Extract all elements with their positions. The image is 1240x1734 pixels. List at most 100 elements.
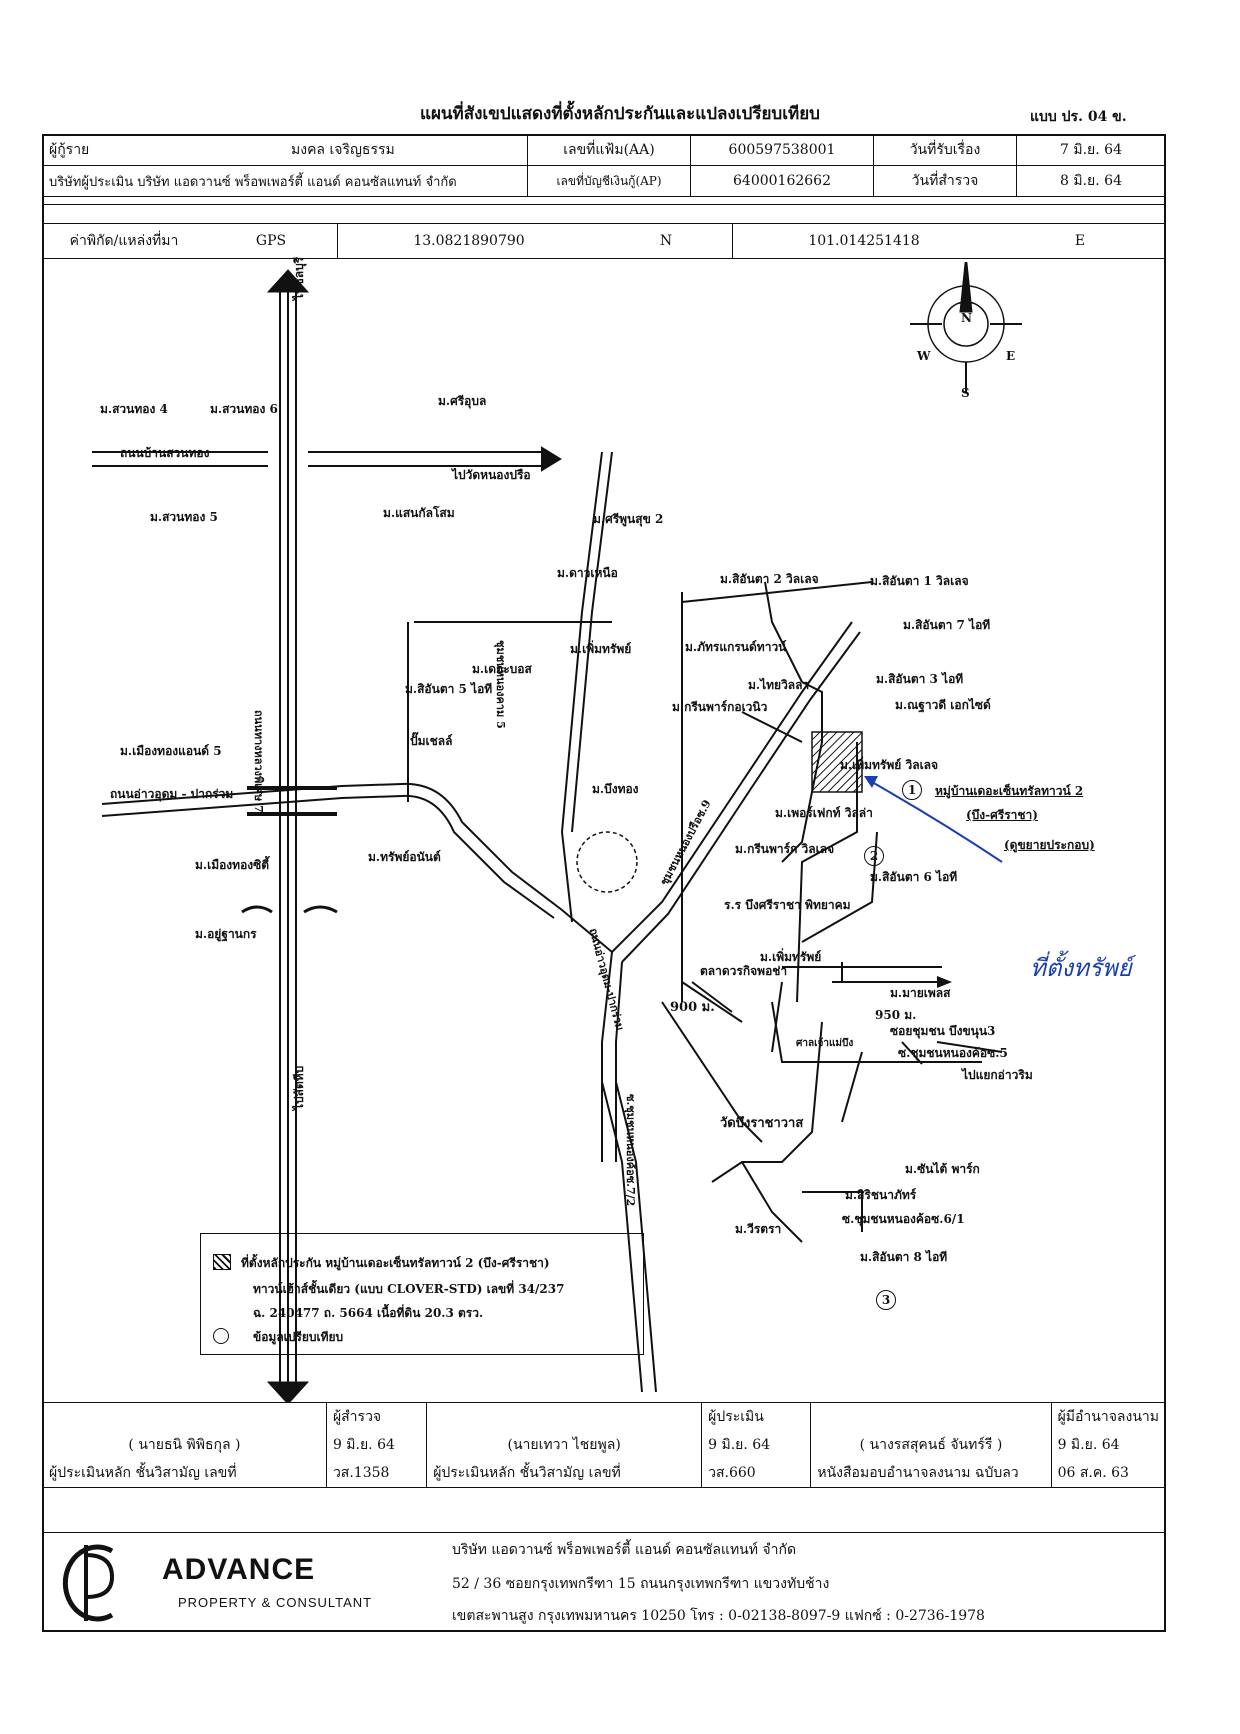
- longitude: 101.014251418: [732, 223, 995, 259]
- coord-row: ค่าพิกัด/แหล่งที่มา GPS 13.0821890790 N …: [42, 223, 1166, 259]
- marker-2: 2: [864, 846, 884, 866]
- village-label: ม.อยู่ฐานกร: [195, 927, 257, 941]
- village-label: ม.เมืองทองแอนด์ 5: [120, 744, 222, 758]
- appraiser-role: ผู้ประเมิน: [701, 1402, 812, 1431]
- handwritten-note: ที่ตั้งทรัพย์: [1030, 954, 1132, 982]
- account-no: 64000162662: [690, 165, 874, 197]
- legend-line4: ข้อมูลเปรียบเทียบ: [253, 1330, 344, 1344]
- borrower-name: มงคล เจริญธรรม: [285, 134, 528, 166]
- brand-name: ADVANCE: [162, 1553, 316, 1586]
- village-label: ม.ซันไต้ พาร์ก: [905, 1162, 980, 1176]
- info-table: ผู้กู้ราย มงคล เจริญธรรม เลขที่แฟ้ม(AA) …: [42, 134, 1166, 205]
- village-label: ม.สวนทอง 6: [210, 402, 278, 416]
- village-label: ม.สวนทอง 5: [150, 510, 218, 524]
- village-label: ม.เพิ่มทรัพย์: [760, 950, 822, 964]
- village-label: ม.ดาวเหนือ: [557, 566, 618, 580]
- sig-row-title: ผู้ประเมินหลัก ชั้นวิสามัญ เลขที่ วส.135…: [42, 1459, 1167, 1488]
- village-label: ม.เมืองทองซิตี้: [195, 858, 270, 872]
- compass-n: N: [961, 311, 972, 325]
- legend-hatch-swatch: [213, 1254, 231, 1270]
- distance-950: 950 ม.: [875, 1008, 917, 1022]
- highway-7: [266, 269, 310, 1402]
- form-number: แบบ ปร. 04 ข.: [1030, 109, 1127, 125]
- authorized-date: 9 มิ.ย. 64: [1050, 1431, 1167, 1459]
- info-spacer: [42, 196, 1166, 205]
- market: ตลาดวรกิจพอช่า: [700, 964, 788, 978]
- legend-circle-swatch: [213, 1328, 229, 1344]
- file-no-label: เลขที่แฟ้ม(AA): [527, 134, 691, 166]
- pointer-arrow: [864, 776, 1003, 863]
- village-label: ม.ภัทรแกรนด์ทาวน์: [685, 640, 787, 654]
- account-label: เลขที่บัญชีเงินกู้(AP): [527, 165, 691, 197]
- local-roads: [407, 451, 1003, 1393]
- authorized-sign: [810, 1402, 1052, 1431]
- label-to-sattahip: ไปสัตหีบ: [292, 1065, 306, 1110]
- village-label: ม.มายเพลส: [890, 986, 951, 1000]
- received-label: วันที่รับเรื่อง: [873, 134, 1017, 166]
- village-label: ม.สิอันตา 8 ไอที: [860, 1250, 948, 1264]
- village-label: ม.สิอันตา 1 วิลเลจ: [870, 574, 969, 588]
- village-label: ม.สิอันตา 2 วิลเลจ: [720, 572, 819, 586]
- footer: ADVANCE PROPERTY & CONSULTANT บริษัท แอด…: [42, 1532, 1166, 1633]
- village-label: ม.กรีนพาร์ก วิลเลจ: [735, 842, 835, 856]
- village-label: ม.เพิ่มทรัพย์: [570, 642, 632, 656]
- authorized-doc-date: 06 ส.ค. 63: [1050, 1459, 1167, 1488]
- authorized-doc: หนังสือมอบอำนาจลงนาม ฉบับลว: [810, 1459, 1052, 1488]
- soi-bueng3: ซอยชุมชน บึงขนุน3: [890, 1024, 996, 1038]
- legend-line3: ฉ. 240477 ถ. 5664 เนื้อที่ดิน 20.3 ตรว.: [253, 1306, 484, 1320]
- company-address-2: เขตสะพานสูง กรุงเทพมหานคร 10250 โทร : 0-…: [452, 1608, 985, 1624]
- legend-line2: ทาวน์เฮ้าส์ชั้นเดียว (แบบ CLOVER-STD) เล…: [253, 1282, 565, 1296]
- authorized-name: ( นางรสสุคนธ์ จันทร์รี ): [810, 1431, 1052, 1459]
- temple: วัดบึงราชาวาส: [720, 1116, 804, 1131]
- sig-row-name: ( นายธนิ พิพิธกุล ) 9 มิ.ย. 64 (นายเทวา …: [42, 1431, 1167, 1459]
- compass-w: W: [917, 349, 931, 363]
- marker-1: 1: [902, 780, 922, 800]
- company-address-1: 52 / 36 ซอยกรุงเทพกรีฑา 15 ถนนกรุงเทพกรี…: [452, 1576, 830, 1592]
- sig-row-role: ผู้สำรวจ ผู้ประเมิน ผู้มีอำนาจลงนาม: [42, 1402, 1167, 1431]
- info-row-borrower: ผู้กู้ราย มงคล เจริญธรรม เลขที่แฟ้ม(AA) …: [42, 134, 1166, 166]
- distance-900: 900 ม.: [670, 1000, 715, 1015]
- legend-box: ที่ตั้งหลักประกัน หมู่บ้านเดอะเซ็นทรัลทา…: [200, 1233, 644, 1355]
- page-title: แผนที่สังเขปแสดงที่ตั้งหลักประกันและแปลง…: [420, 104, 820, 124]
- compass-e: E: [1006, 349, 1016, 363]
- appraiser-title: ผู้ประเมินหลัก ชั้นวิสามัญ เลขที่: [426, 1459, 703, 1488]
- appraiser-license: วส.660: [701, 1459, 812, 1488]
- arrow-to-laem: [832, 976, 952, 988]
- company-logo-icon: [62, 1544, 115, 1622]
- village-label: ม.สิอันตา 5 ไอที: [405, 682, 493, 696]
- compass-s: S: [961, 386, 970, 400]
- label-soi-nongkham5: ชุมชนหนองคาม 5: [494, 640, 507, 729]
- borrower-label: ผู้กู้ราย: [42, 134, 285, 166]
- surveyor-date: 9 มิ.ย. 64: [325, 1431, 428, 1459]
- village-label: ม.กรีนพาร์กอเวนิว: [672, 700, 768, 714]
- label-highway7: ถนนทางหลวงพิเศษ 7: [252, 710, 265, 813]
- compass-rose: [910, 262, 1022, 392]
- road-suanthong: [92, 446, 562, 472]
- received-date: 7 มิ.ย. 64: [1016, 134, 1166, 166]
- coord-source: GPS: [205, 223, 338, 259]
- village-label: ม.สวนทอง 4: [100, 402, 168, 416]
- label-road-ao-udom: ถนนอ่าวอุดม - ปากร่วม: [110, 787, 234, 801]
- village-label: ม.สิอันตา 6 ไอที: [870, 870, 958, 884]
- file-no: 600597538001: [690, 134, 874, 166]
- brand-subtitle: PROPERTY & CONSULTANT: [178, 1595, 373, 1610]
- appraiser-date: 9 มิ.ย. 64: [701, 1431, 812, 1459]
- village-label: ม.ทรัพย์อนันต์: [368, 850, 441, 864]
- info-row-company: บริษัทผู้ประเมิน บริษัท แอดวานซ์ พร็อพเพ…: [42, 165, 1166, 197]
- signature-table: ผู้สำรวจ ผู้ประเมิน ผู้มีอำนาจลงนาม ( นา…: [42, 1402, 1167, 1488]
- latitude: 13.0821890790: [337, 223, 600, 259]
- village-label: ม.วีรตรา: [735, 1222, 782, 1236]
- shrine: ศาลเจ้าแม่บึง: [796, 1038, 854, 1049]
- village-label: ม.เดอะบอส: [472, 662, 532, 676]
- authorized-role: ผู้มีอำนาจลงนาม: [1050, 1402, 1167, 1431]
- surveyor-title: ผู้ประเมินหลัก ชั้นวิสามัญ เลขที่: [42, 1459, 327, 1488]
- road-ao-udom: [101, 782, 613, 953]
- location-map: [92, 262, 1022, 1402]
- surveyor-license: วส.1358: [325, 1459, 428, 1488]
- village-label: ม.เพอร์เฟกท์ วิลล่า: [775, 806, 873, 820]
- longitude-dir: E: [995, 223, 1166, 259]
- appraiser-company: บริษัทผู้ประเมิน บริษัท แอดวานซ์ พร็อพเพ…: [42, 165, 528, 197]
- appraiser-sign: [426, 1402, 703, 1431]
- subject-title: หมู่บ้านเดอะเซ็นทรัลทาวน์ 2: [935, 784, 1084, 798]
- soi-nongkho61: ซ.ชุมชนหนองค้อซ.6/1: [842, 1212, 965, 1226]
